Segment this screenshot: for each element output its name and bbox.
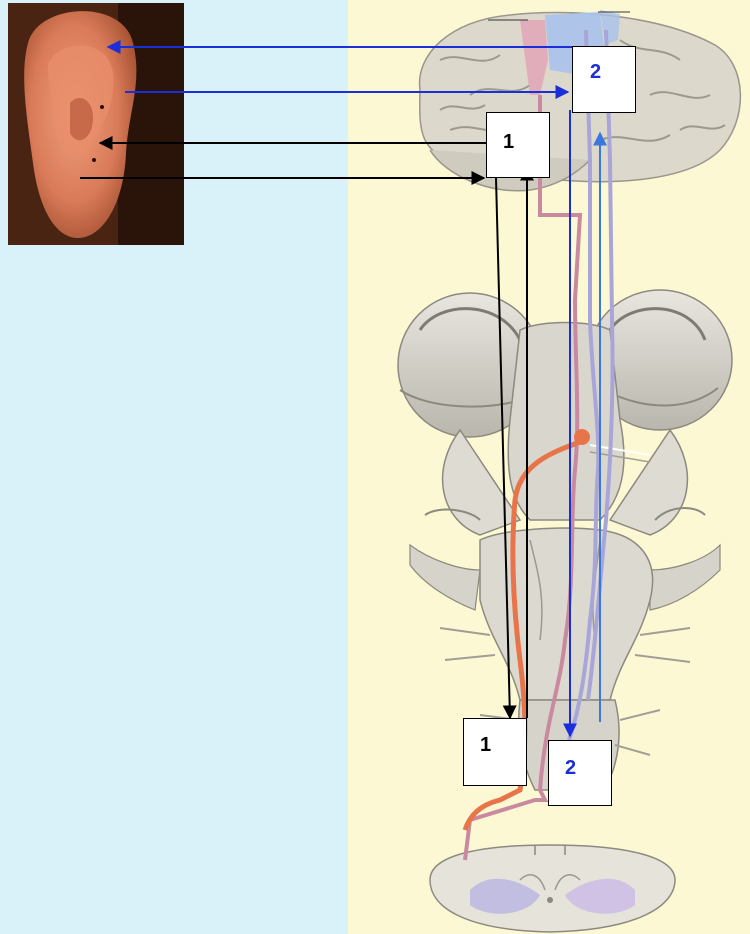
brainstem-illustration [398,290,732,790]
cortex-box-2-label: 2 [590,61,601,84]
spinal-box-2-label: 2 [565,757,576,780]
spinal-box-1-label: 1 [480,734,491,757]
cortex-box-2: 2 [572,46,636,113]
spinal-box-1: 1 [463,718,527,786]
cortex-box-1: 1 [486,112,550,178]
spinal-box-2: 2 [548,740,612,806]
cortex-box-1-label: 1 [503,131,514,154]
